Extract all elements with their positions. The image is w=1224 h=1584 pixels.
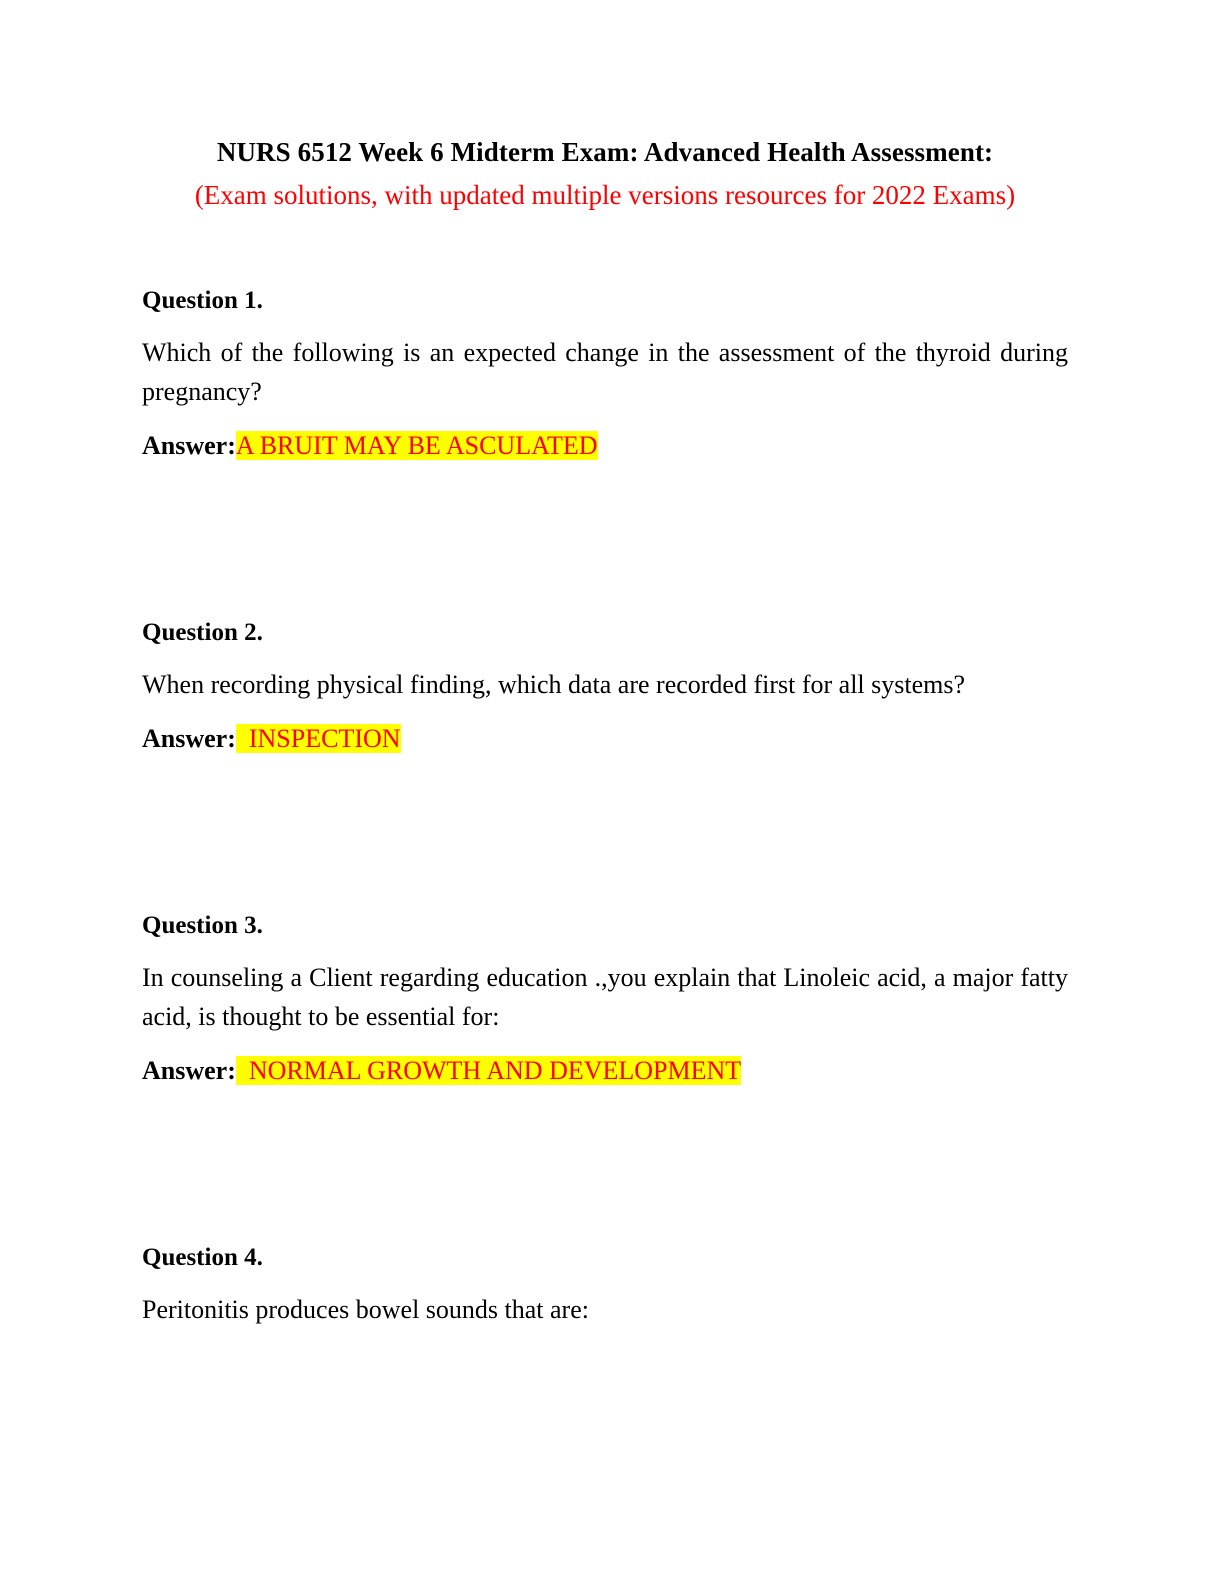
- question-heading-1: Question 1.: [142, 286, 263, 314]
- answer-label-3: Answer:: [142, 1056, 236, 1086]
- answer-value-2: INSPECTION: [235, 724, 401, 754]
- spacer: [142, 316, 1068, 334]
- answer-value-3: NORMAL GROWTH AND DEVELOPMENT: [235, 1056, 742, 1086]
- answer-value-1: A BRUIT MAY BE ASCULATED: [235, 430, 598, 460]
- question-block-2: Question 2. When recording physical find…: [142, 617, 1068, 758]
- question-block-3: Question 3. In counseling a Client regar…: [142, 910, 1068, 1090]
- question-text-4: Peritonitis produces bowel sounds that a…: [142, 1295, 589, 1325]
- answer-label-2: Answer:: [142, 724, 236, 754]
- question-spacer: [142, 465, 1068, 617]
- question-block-1: Question 1. Which of the following is an…: [142, 285, 1068, 465]
- spacer: [142, 411, 1068, 427]
- question-spacer: [142, 1090, 1068, 1242]
- answer-label-1: Answer:: [142, 430, 236, 460]
- question-spacer: [142, 758, 1068, 910]
- document-title: NURS 6512 Week 6 Midterm Exam: Advanced …: [216, 137, 994, 167]
- question-text-2: When recording physical finding, which d…: [142, 669, 966, 699]
- spacer: [142, 941, 1068, 959]
- document-body: NURS 6512 Week 6 Midterm Exam: Advanced …: [142, 136, 1068, 1330]
- spacer: [142, 1036, 1068, 1052]
- question-text-1: Which of the following is an expected ch…: [142, 338, 1068, 406]
- question-heading-4: Question 4.: [142, 1243, 263, 1271]
- document-subtitle: (Exam solutions, with updated multiple v…: [194, 179, 1016, 210]
- answer-line-3: Answer: NORMAL GROWTH AND DEVELOPMENT: [142, 1052, 1068, 1090]
- answer-line-1: Answer:A BRUIT MAY BE ASCULATED: [142, 427, 1068, 465]
- spacer: [142, 648, 1068, 666]
- answer-line-2: Answer: INSPECTION: [142, 720, 1068, 758]
- question-block-4: Question 4. Peritonitis produces bowel s…: [142, 1242, 1068, 1330]
- spacer: [142, 1273, 1068, 1291]
- spacer: [142, 704, 1068, 720]
- title-spacer: [142, 217, 1068, 285]
- question-heading-3: Question 3.: [142, 912, 263, 940]
- question-text-3: In counseling a Client regarding educati…: [142, 963, 1068, 1031]
- question-heading-2: Question 2.: [142, 618, 263, 646]
